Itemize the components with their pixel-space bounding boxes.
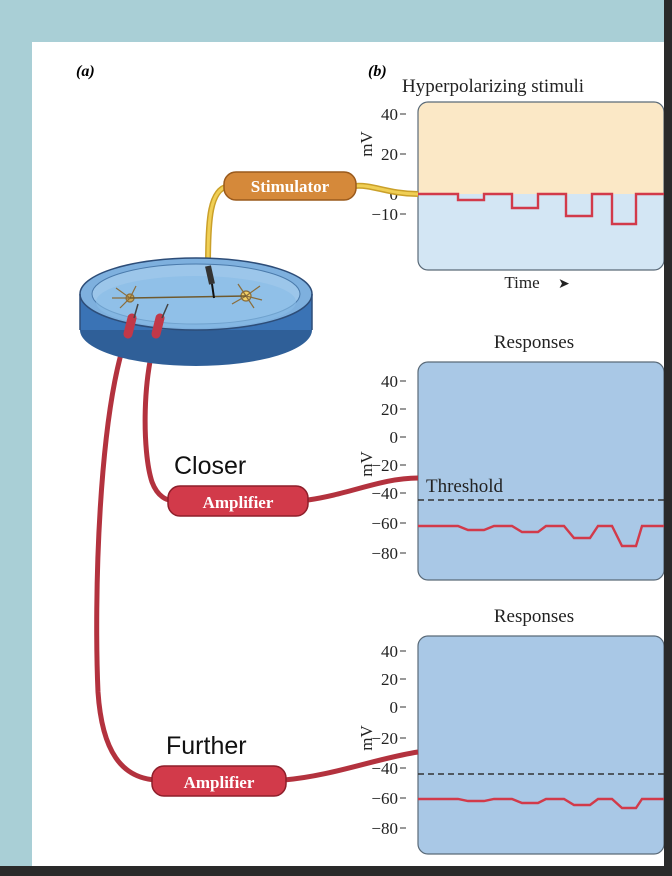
mid-tick-neg80: −80 xyxy=(371,544,398,563)
top-plot-ylabel: mV xyxy=(357,131,376,157)
mid-plot-area xyxy=(417,361,664,581)
top-plot-upper-region xyxy=(418,102,664,194)
further-response-trace xyxy=(418,797,664,810)
recording-electrode-further-icon xyxy=(123,313,137,339)
closer-amplifier-box xyxy=(167,485,309,517)
top-plot-title: Hyperpolarizing stimuli xyxy=(402,76,584,97)
mid-tick-0: 0 xyxy=(390,428,399,447)
bot-tick-0: 0 xyxy=(390,698,399,717)
top-plot-area xyxy=(418,102,664,270)
bot-tick-neg80: −80 xyxy=(371,819,398,838)
top-tick-neg10: −10 xyxy=(371,205,398,224)
figure-svg: (a) (b) Hyperpolarizing stimuli 40 20 0 … xyxy=(76,63,664,855)
mid-plot-title: Responses xyxy=(494,332,574,353)
bot-plot-title: Responses xyxy=(494,606,574,627)
threshold-label: Threshold xyxy=(426,476,504,497)
closer-response-trace xyxy=(418,524,664,548)
closer-amplifier-wire xyxy=(307,475,419,503)
mid-tick-neg40: −40 xyxy=(371,484,398,503)
panel-a-label: (a) xyxy=(76,63,95,80)
neuron-icon xyxy=(112,283,263,309)
further-label: Further xyxy=(166,732,247,760)
top-plot-frame xyxy=(417,101,664,271)
mid-tick-neg20: −20 xyxy=(371,456,398,475)
frame-left xyxy=(0,0,32,876)
bot-plot-ylabel: mV xyxy=(357,725,376,751)
petri-dish-icon xyxy=(79,257,313,366)
bot-tick-40: 40 xyxy=(381,642,398,661)
top-plot-xlabel: Time xyxy=(504,273,539,292)
stimulator-label: Stimulator xyxy=(251,177,330,196)
further-amplifier-wire xyxy=(283,749,419,783)
bot-tick-20: 20 xyxy=(381,670,398,689)
mid-tick-20: 20 xyxy=(381,400,398,419)
panel-b-label: (b) xyxy=(368,63,387,80)
further-electrode-wire xyxy=(94,331,157,783)
figure-panel: (a) (b) Hyperpolarizing stimuli 40 20 0 … xyxy=(32,42,664,866)
top-plot-lower-region xyxy=(418,194,664,270)
mid-tick-neg60: −60 xyxy=(371,514,398,533)
frame-top xyxy=(0,0,672,42)
further-amplifier-box xyxy=(151,765,287,797)
bot-tick-neg60: −60 xyxy=(371,789,398,808)
bot-tick-neg20: −20 xyxy=(371,729,398,748)
stimulus-trace xyxy=(418,192,664,226)
bot-tick-neg40: −40 xyxy=(371,759,398,778)
mid-plot-ylabel: mV xyxy=(357,451,376,477)
recording-electrode-closer-icon xyxy=(151,313,165,339)
frame-right xyxy=(664,0,672,876)
bot-plot-area xyxy=(417,635,664,855)
top-tick-20: 20 xyxy=(381,145,398,164)
closer-label: Closer xyxy=(174,452,246,480)
top-tick-40: 40 xyxy=(381,105,398,124)
closer-electrode-wire xyxy=(142,331,171,503)
stimulator-electrode-wire xyxy=(205,183,230,267)
closer-amplifier-label: Amplifier xyxy=(203,493,274,512)
stimulator-box xyxy=(223,171,357,201)
time-arrow-icon: ➤ xyxy=(558,275,570,291)
stimulating-electrode-icon xyxy=(205,265,215,285)
mid-tick-40: 40 xyxy=(381,372,398,391)
frame-bottom xyxy=(0,866,672,876)
further-amplifier-label: Amplifier xyxy=(184,773,255,792)
